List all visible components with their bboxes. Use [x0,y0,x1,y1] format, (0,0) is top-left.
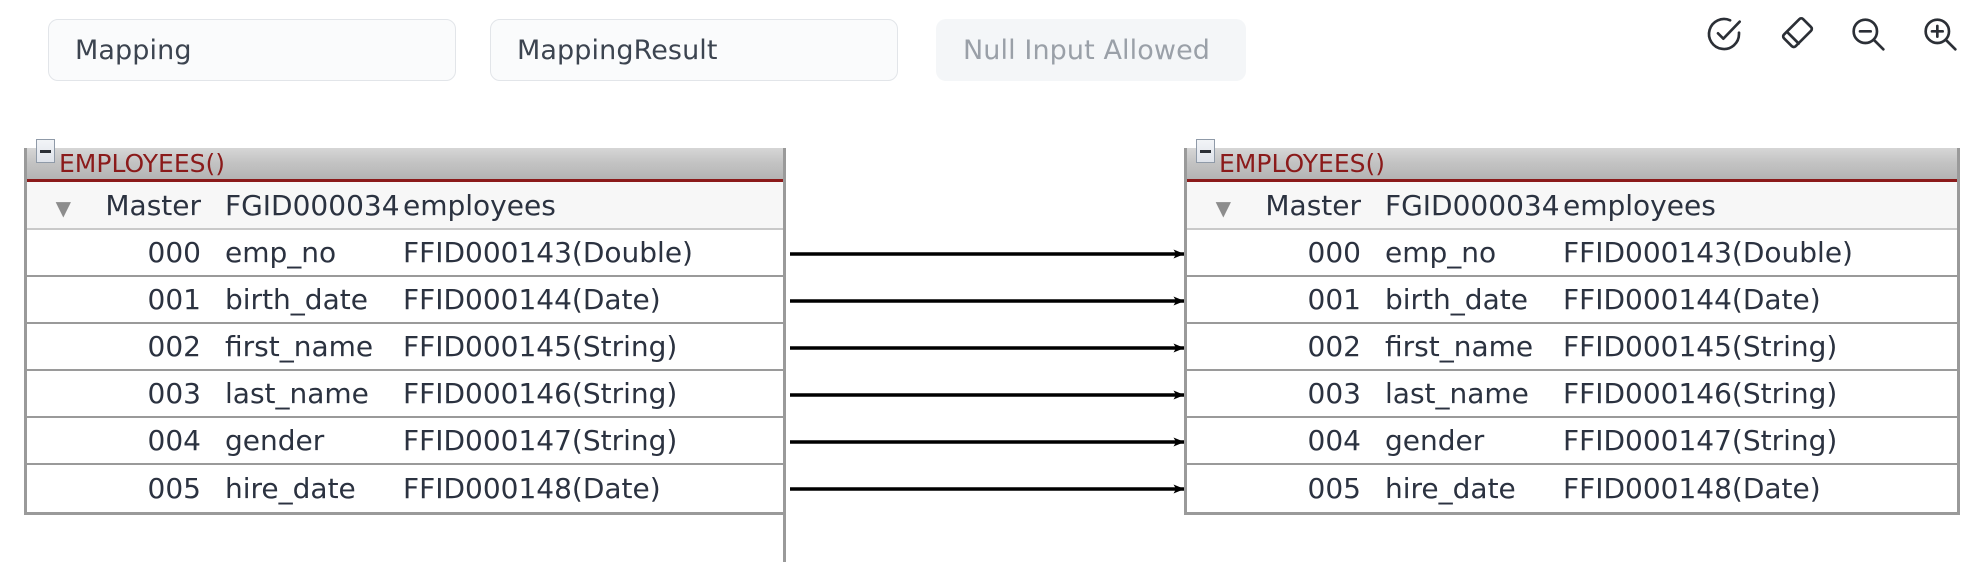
target-master-fgid: FGID000034 [1385,188,1560,222]
target-master-caret-icon[interactable]: ▼ [1215,195,1231,220]
row-index: 004 [147,424,201,457]
check-circle-icon[interactable] [1704,14,1744,54]
table-row[interactable]: 000 emp_no FFID000143(Double) [27,230,783,277]
row-index: 003 [1307,377,1361,410]
table-row[interactable]: 003 last_name FFID000146(String) [27,371,783,418]
row-field-name: first_name [225,330,374,363]
source-table-header: EMPLOYEES() [27,139,783,182]
row-index: 005 [1307,472,1361,505]
table-row[interactable]: 001 birth_date FFID000144(Date) [27,277,783,324]
source-master-row[interactable]: ▼ Master FGID000034 employees [27,182,783,230]
row-field-name: birth_date [225,283,368,316]
table-row[interactable]: 001 birth_date FFID000144(Date) [1187,277,1957,324]
table-row[interactable]: 004 gender FFID000147(String) [1187,418,1957,465]
table-row[interactable]: 005 hire_date FFID000148(Date) [1187,465,1957,512]
row-ffid: FFID000146(String) [1563,377,1838,410]
table-row[interactable]: 004 gender FFID000147(String) [27,418,783,465]
mapping-result-field[interactable]: MappingResult [490,19,898,81]
row-ffid: FFID000147(String) [1563,424,1838,457]
mapping-name-field[interactable]: Mapping [48,19,456,81]
target-master-label: Master [1265,188,1361,222]
row-index: 001 [147,283,201,316]
eraser-icon[interactable] [1776,14,1816,54]
zoom-out-icon[interactable] [1848,14,1888,54]
row-field-name: last_name [1385,377,1529,410]
row-ffid: FFID000143(Double) [1563,236,1853,269]
row-field-name: gender [225,424,325,457]
source-table: EMPLOYEES() ▼ Master FGID000034 employee… [24,139,786,515]
source-master-tablename: employees [403,188,556,222]
source-collapse-toggle-icon[interactable] [36,139,55,163]
row-field-name: birth_date [1385,283,1528,316]
row-field-name: emp_no [1385,236,1497,269]
row-ffid: FFID000145(String) [1563,330,1838,363]
table-row[interactable]: 002 first_name FFID000145(String) [27,324,783,371]
target-table-header: EMPLOYEES() [1187,139,1957,182]
target-table-title: EMPLOYEES() [1219,149,1386,178]
row-ffid: FFID000144(Date) [403,283,661,316]
target-row-list: 000 emp_no FFID000143(Double) 001 birth_date… [1187,230,1957,512]
row-field-name: gender [1385,424,1485,457]
target-collapse-toggle-icon[interactable] [1196,139,1215,163]
source-master-caret-icon[interactable]: ▼ [55,195,71,220]
row-field-name: hire_date [225,472,356,505]
source-table-title: EMPLOYEES() [59,149,226,178]
row-field-name: first_name [1385,330,1534,363]
null-input-allowed-field[interactable]: Null Input Allowed [936,19,1246,81]
source-row-list: 000 emp_no FFID000143(Double) 001 birth_date… [27,230,783,512]
toolbar-icon-group [1704,14,1960,54]
row-index: 001 [1307,283,1361,316]
row-field-name: last_name [225,377,369,410]
row-ffid: FFID000143(Double) [403,236,693,269]
row-index: 000 [1307,236,1361,269]
target-master-tablename: employees [1563,188,1716,222]
table-row[interactable]: 003 last_name FFID000146(String) [1187,371,1957,418]
target-master-row[interactable]: ▼ Master FGID000034 employees [1187,182,1957,230]
row-index: 003 [147,377,201,410]
row-index: 000 [147,236,201,269]
source-master-label: Master [105,188,201,222]
zoom-in-icon[interactable] [1920,14,1960,54]
row-ffid: FFID000146(String) [403,377,678,410]
row-ffid: FFID000148(Date) [1563,472,1821,505]
row-index: 005 [147,472,201,505]
row-index: 002 [1307,330,1361,363]
table-row[interactable]: 000 emp_no FFID000143(Double) [1187,230,1957,277]
row-index: 002 [147,330,201,363]
table-row[interactable]: 002 first_name FFID000145(String) [1187,324,1957,371]
toolbar: Mapping MappingResult Null Input Allowed [0,0,1978,110]
table-row[interactable]: 005 hire_date FFID000148(Date) [27,465,783,512]
row-field-name: emp_no [225,236,337,269]
target-table: EMPLOYEES() ▼ Master FGID000034 employee… [1184,139,1960,515]
source-master-fgid: FGID000034 [225,188,400,222]
row-ffid: FFID000148(Date) [403,472,661,505]
row-field-name: hire_date [1385,472,1516,505]
row-ffid: FFID000145(String) [403,330,678,363]
row-ffid: FFID000147(String) [403,424,678,457]
row-index: 004 [1307,424,1361,457]
row-ffid: FFID000144(Date) [1563,283,1821,316]
